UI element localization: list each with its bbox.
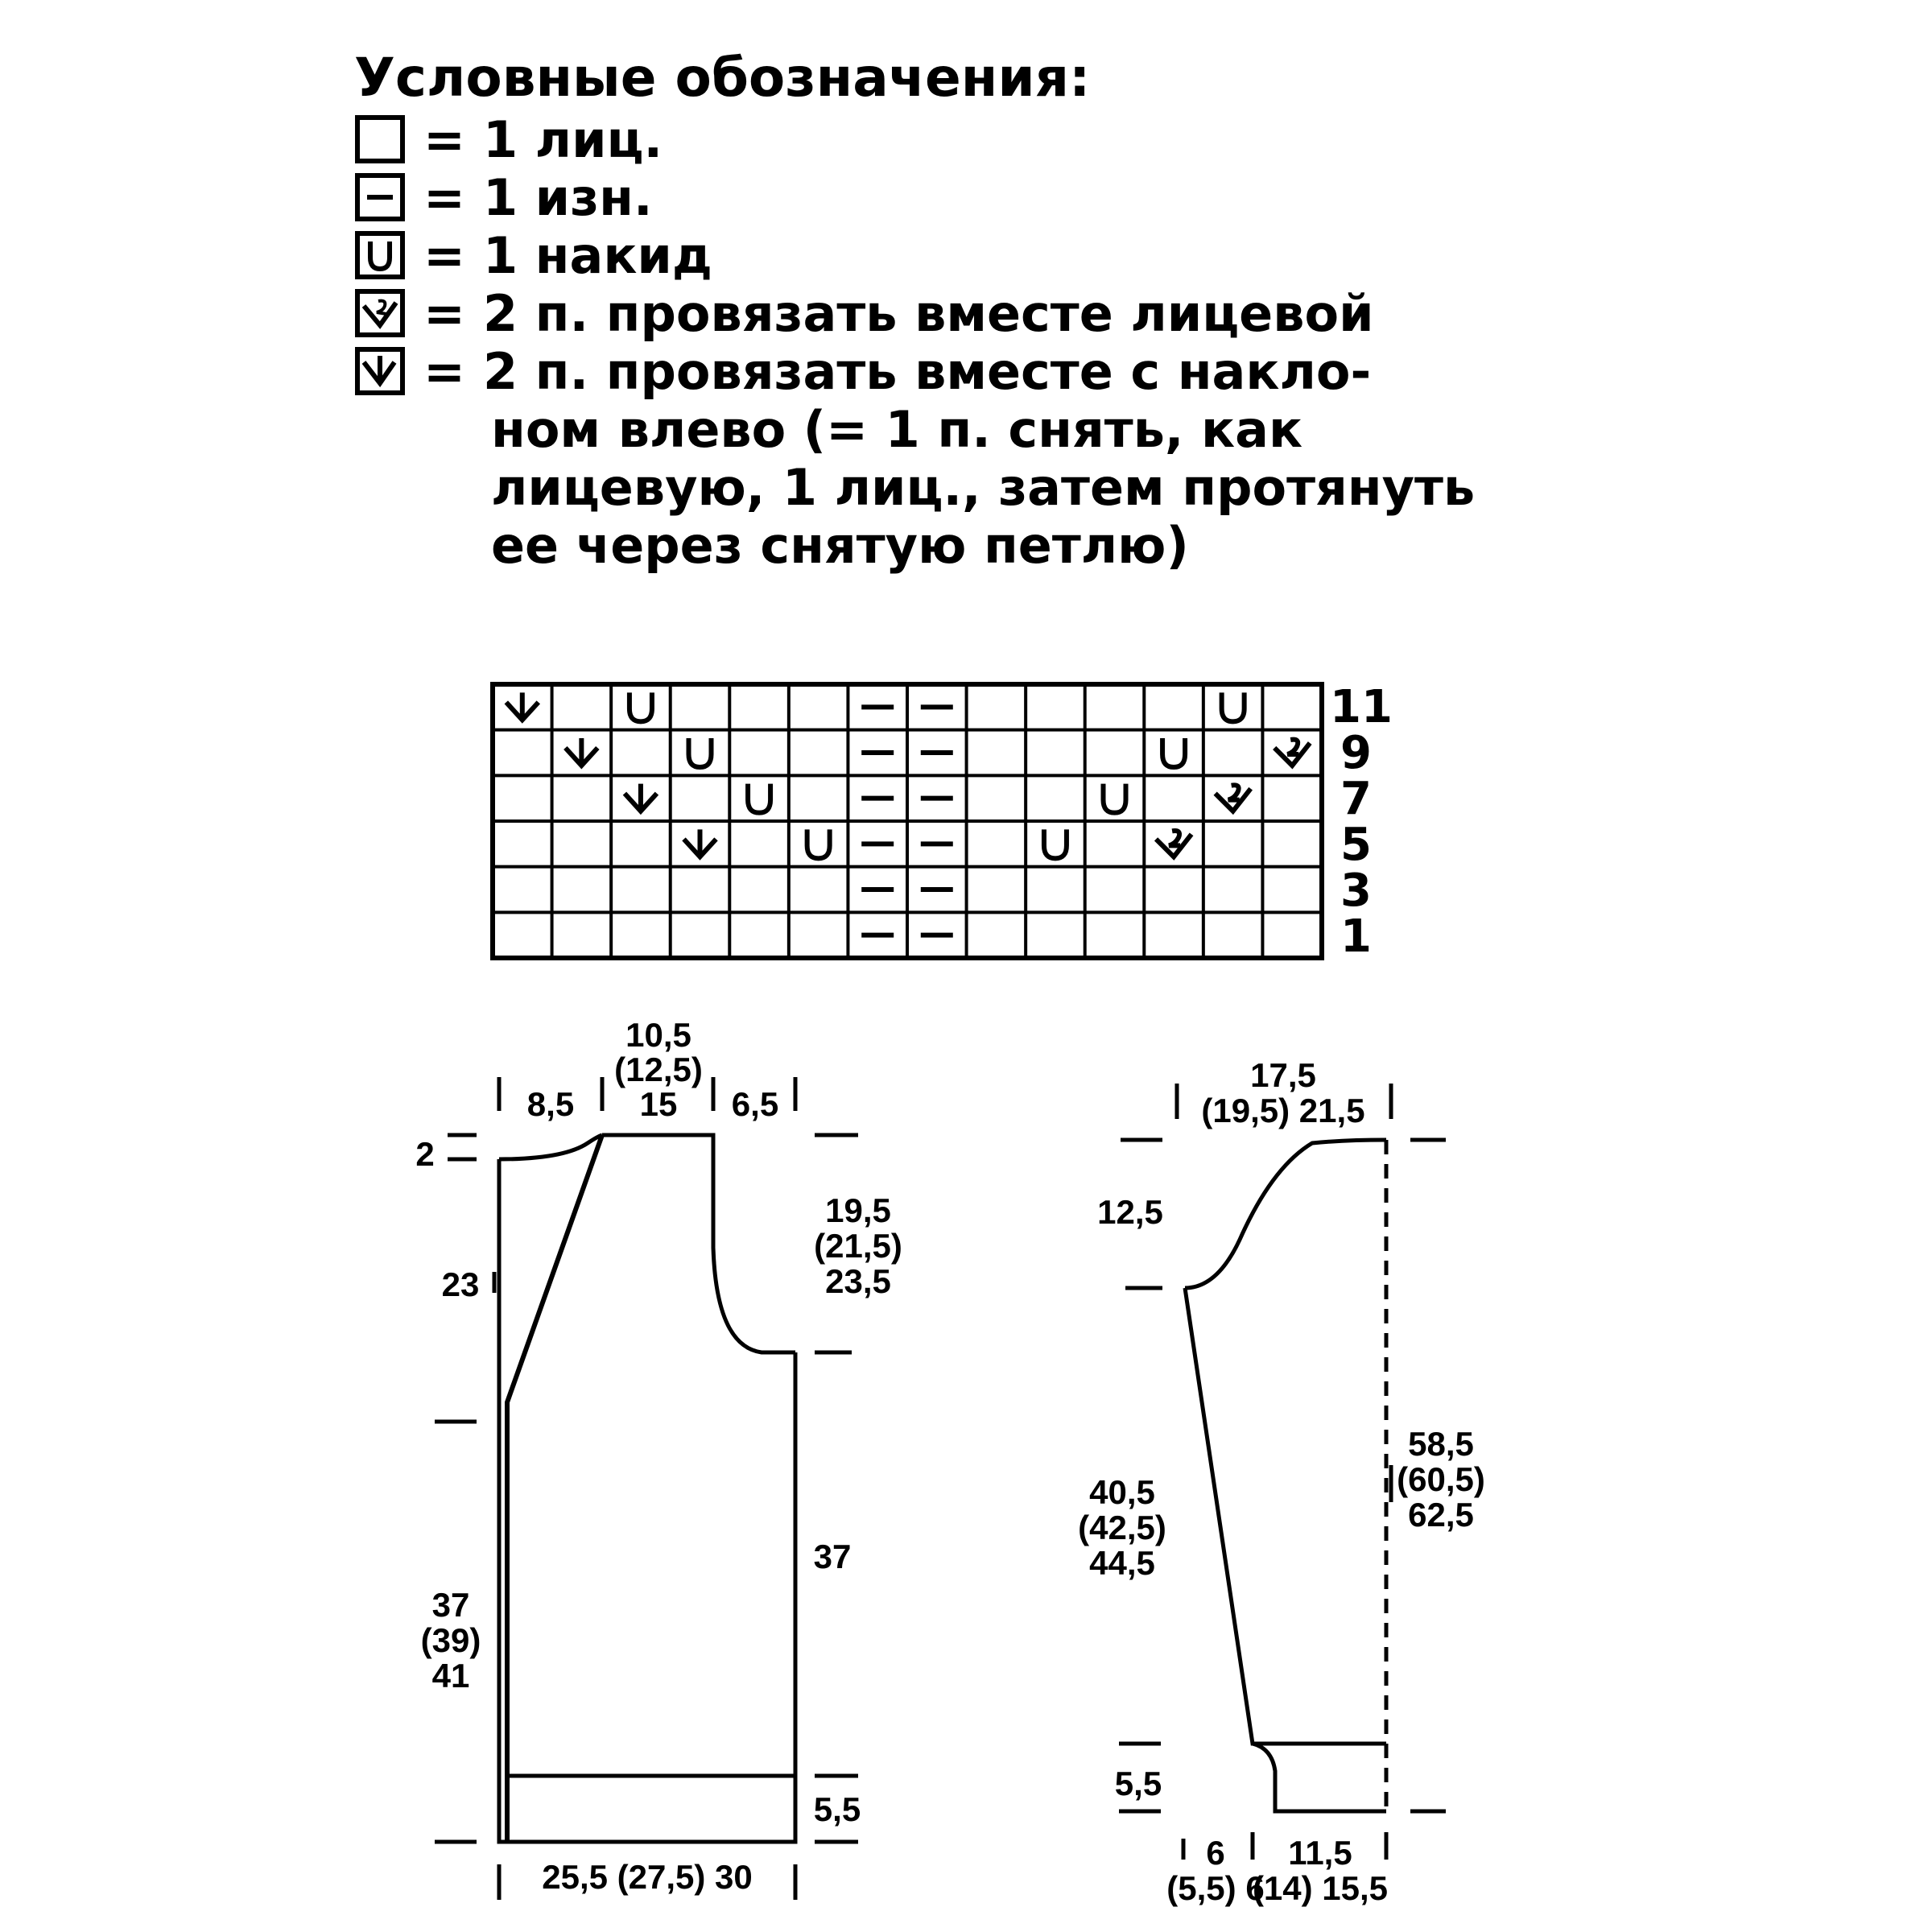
sleeve-piece — [1119, 1084, 1446, 1860]
sleeve-length-label: (42,5) — [1078, 1509, 1166, 1546]
shoulder-left-label: 8,5 — [527, 1085, 574, 1123]
body-labels: 10,5 (12,5) 15 8,5 6,5 2 23 37 (39) 41 1… — [415, 1016, 902, 1896]
sleeve-total-length-label: 62,5 — [1408, 1496, 1474, 1534]
cuff-height-label: 5,5 — [1115, 1765, 1162, 1802]
row-number: 3 — [1340, 865, 1372, 917]
legend-item-knit: = 1 лиц. — [354, 111, 1562, 169]
legend-item-k2tog: = 2 п. провязать вместе лицевой — [354, 285, 1562, 343]
raglan-height-label: 23 — [442, 1265, 480, 1303]
row-number: 5 — [1340, 819, 1372, 871]
neck-curve — [498, 1133, 603, 1162]
knit-icon — [355, 115, 405, 163]
armhole-curve — [602, 1133, 795, 1355]
cuff-left-width-label: (5,5) 6 — [1166, 1869, 1264, 1907]
row-number: 7 — [1340, 773, 1372, 825]
legend-item-yarn-over: = 1 накид — [354, 227, 1562, 285]
ssk-icon — [682, 829, 718, 861]
sleeve-cap-curve — [1184, 1137, 1387, 1290]
sleeve-top-width-label: (19,5) 21,5 — [1201, 1092, 1364, 1129]
armhole-height-label: (21,5) — [814, 1227, 902, 1265]
sleeve-total-length-label: 58,5 — [1408, 1425, 1474, 1463]
body-length-label: (39) — [421, 1621, 481, 1659]
ssk-icon — [564, 738, 600, 770]
chart-symbols — [504, 692, 1312, 938]
legend-item-ssk: = 2 п. провязать вместе с накло- — [354, 343, 1562, 401]
neck-depth-label: 2 — [415, 1135, 434, 1173]
body-piece — [435, 1077, 858, 1900]
sleeve-side-line — [1183, 1287, 1386, 1746]
cuff-outline — [1252, 1741, 1386, 1814]
neck-width-label: 10,5 — [625, 1016, 691, 1054]
body-outline — [497, 1159, 798, 1844]
row-number: 1 — [1340, 910, 1372, 963]
yarn-over-icon — [1041, 829, 1069, 861]
yarn-over-icon — [686, 738, 714, 770]
k2tog-icon — [355, 289, 405, 337]
side-length-label: 37 — [814, 1538, 852, 1575]
row-number: 11 — [1330, 681, 1393, 733]
k2tog-icon — [1273, 737, 1312, 770]
chart-row-numbers: 11 9 7 5 3 1 — [1330, 681, 1393, 963]
ssk-icon — [355, 347, 405, 395]
yarn-over-icon — [1219, 692, 1247, 724]
k2tog-icon — [1154, 828, 1194, 861]
cuff-right-width-label: (14) 15,5 — [1253, 1869, 1388, 1907]
neck-width-label: (12,5) — [614, 1051, 703, 1088]
ssk-icon — [504, 692, 541, 724]
rib-height-label: 5,5 — [814, 1790, 861, 1828]
yarn-over-icon — [1100, 783, 1129, 815]
legend-title: Условные обозначения: — [354, 47, 1091, 109]
yarn-over-icon — [1160, 738, 1188, 770]
yarn-over-icon — [626, 692, 654, 724]
purl-icon — [355, 173, 405, 221]
cuff-left-width-label: 6 — [1206, 1834, 1224, 1872]
yarn-over-icon — [355, 231, 405, 279]
sleeve-length-label: 40,5 — [1089, 1473, 1155, 1511]
row-number: 9 — [1340, 727, 1372, 779]
raglan-line — [505, 1133, 605, 1842]
body-width-label: 25,5 (27,5) 30 — [542, 1858, 753, 1896]
stitch-chart — [490, 682, 1324, 960]
body-length-label: 37 — [432, 1586, 470, 1624]
yarn-over-icon — [804, 829, 832, 861]
armhole-height-label: 23,5 — [825, 1262, 891, 1300]
sleeve-top-width-label: 17,5 — [1250, 1056, 1316, 1094]
body-length-label: 41 — [432, 1657, 470, 1695]
legend-continuation-2: лицевую, 1 лиц., затем протянуть — [491, 458, 1476, 517]
legend-continuation-3: ее через снятую петлю) — [491, 516, 1189, 575]
ssk-icon — [622, 783, 659, 815]
k2tog-icon — [1213, 782, 1253, 815]
sleeve-cap-height-label: 12,5 — [1097, 1193, 1163, 1231]
neck-width-label: 15 — [640, 1085, 678, 1123]
armhole-height-label: 19,5 — [825, 1191, 891, 1229]
chart-grid — [493, 684, 1322, 958]
cuff-right-width-label: 11,5 — [1288, 1834, 1352, 1872]
sleeve-total-length-label: (60,5) — [1397, 1460, 1485, 1498]
legend-item-purl: = 1 изн. — [354, 169, 1562, 227]
shoulder-right-label: 6,5 — [732, 1085, 778, 1123]
legend: Условные обозначения: = 1 лиц. = 1 изн. … — [354, 48, 1562, 575]
yarn-over-icon — [745, 783, 774, 815]
sleeve-labels: 17,5 (19,5) 21,5 12,5 40,5 (42,5) 44,5 5… — [1078, 1056, 1485, 1907]
sleeve-length-label: 44,5 — [1089, 1544, 1155, 1582]
legend-continuation-1: ном влево (= 1 п. снять, как — [491, 400, 1303, 459]
